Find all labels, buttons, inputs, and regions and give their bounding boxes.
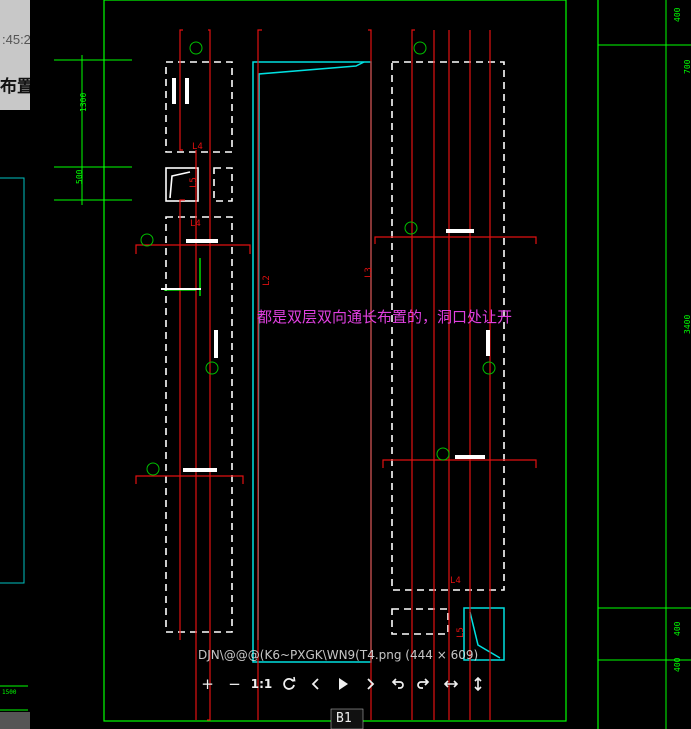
rotate-left-button[interactable]: [383, 672, 410, 696]
flip-vertical-icon: [473, 676, 482, 692]
right-dimension-lines: [598, 0, 691, 729]
next-button[interactable]: [356, 672, 383, 696]
minus-icon: −: [228, 675, 241, 693]
refresh-icon: [282, 676, 295, 690]
bottom-mark-box: [330, 708, 364, 729]
file-info-label: DJN\@@@(K6~PXGK\WN9(T4.png (444 × 609): [198, 648, 479, 662]
play-icon: [338, 678, 348, 690]
left-partial-panel: [0, 177, 25, 584]
background-window-fragment: :45:2 布置: [0, 0, 30, 110]
svg-text:400: 400: [673, 621, 682, 636]
svg-text:1300: 1300: [79, 93, 88, 112]
svg-text:L3: L3: [364, 267, 374, 278]
left-bottom-marks: [0, 685, 28, 711]
svg-text:L2: L2: [262, 275, 272, 286]
left-bottom-dim: 1500: [2, 689, 17, 696]
rebar-spec-marks: [161, 78, 490, 472]
circle-labels: [140, 41, 496, 476]
svg-text:400: 400: [673, 657, 682, 672]
rotate-left-icon: [391, 678, 404, 689]
viewer-toolbar: + − 1:1: [194, 672, 504, 696]
annotation-text: 都是双层双向通长布置的，洞口处让开: [257, 308, 513, 326]
time-fragment: :45:2: [2, 32, 30, 47]
dimension-text: 1300 500 400 700 3400 400 400: [75, 7, 691, 672]
one-to-one-icon: 1:1: [250, 677, 273, 691]
dashed-rebar-zones: [165, 61, 505, 635]
svg-text:L4: L4: [450, 576, 461, 586]
chevron-right-icon: [366, 678, 374, 690]
flip-horizontal-icon: [443, 680, 458, 688]
flip-vertical-button[interactable]: [464, 672, 491, 696]
svg-text:L4: L4: [190, 219, 201, 229]
zoom-in-button[interactable]: +: [194, 672, 221, 696]
svg-text:L5: L5: [456, 627, 466, 638]
svg-text:500: 500: [75, 169, 84, 184]
previous-button[interactable]: [302, 672, 329, 696]
left-dimension-lines: [54, 55, 132, 205]
svg-text:400: 400: [673, 7, 682, 22]
svg-text:L5: L5: [189, 177, 199, 188]
title-fragment: 布置: [0, 77, 30, 97]
plus-icon: +: [201, 675, 214, 693]
red-rebar-lines: [135, 29, 537, 721]
reset-button[interactable]: [275, 672, 302, 696]
svg-text:3400: 3400: [683, 315, 691, 334]
svg-text:L4: L4: [192, 142, 203, 152]
flip-horizontal-button[interactable]: [437, 672, 464, 696]
cyan-openings: [252, 61, 505, 663]
green-leaders: [164, 258, 201, 296]
solid-outlines: [165, 167, 199, 202]
zoom-out-button[interactable]: −: [221, 672, 248, 696]
svg-text:700: 700: [683, 59, 691, 74]
play-button[interactable]: [329, 672, 356, 696]
left-scroll-strip: [0, 712, 30, 729]
rotate-right-button[interactable]: [410, 672, 437, 696]
red-tags: L4 L5 L4 L2 L3 L4 L5: [189, 142, 466, 638]
rotate-right-icon: [416, 678, 429, 689]
chevron-left-icon: [311, 678, 319, 690]
actual-size-button[interactable]: 1:1: [248, 672, 275, 696]
bottom-mark-label: B1: [336, 711, 352, 726]
drawing-frame: [103, 0, 599, 729]
